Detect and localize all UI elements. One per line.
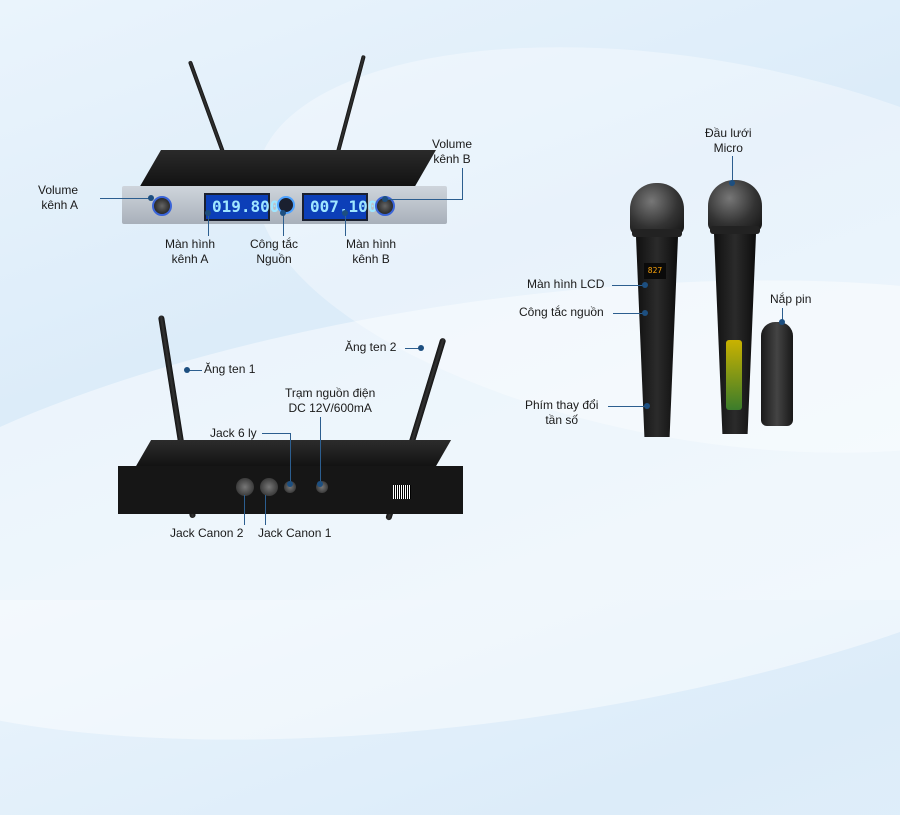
screen-a-value: 019.800 (212, 197, 280, 216)
battery-cap (761, 322, 793, 426)
barcode (393, 485, 411, 499)
jack-canon-1-port (260, 478, 278, 496)
screen-a-display: 019.800 (204, 193, 279, 221)
screen-b-display: 007.100 (302, 193, 377, 221)
label-jack-canon-1: Jack Canon 1 (258, 526, 332, 540)
label-battery-cap: Nắp pin (770, 292, 812, 306)
front-antenna-left (187, 60, 226, 156)
label-power-station: Trạm nguồn điện DC 12V/600mA (285, 386, 376, 415)
label-screen-b: Màn hình kênh B (346, 237, 397, 266)
label-antenna-1: Ăng ten 1 (204, 362, 256, 376)
label-mic-power: Công tắc nguồn (519, 305, 604, 319)
label-freq-button: Phím thay đổi tần số (525, 398, 599, 427)
receiver-front: 019.800 007.100 (122, 150, 447, 230)
label-volume-b: Volume kênh B (432, 137, 473, 166)
label-mic-head: Đầu lưới Micro (705, 126, 752, 155)
jack-canon-2-port (236, 478, 254, 496)
background-swoosh (223, 0, 900, 516)
label-screen-a: Màn hình kênh A (165, 237, 216, 266)
label-lcd-screen: Màn hình LCD (527, 277, 605, 291)
label-antenna-2: Ăng ten 2 (345, 340, 397, 354)
power-switch-icon (277, 196, 295, 214)
label-volume-a: Volume kênh A (38, 183, 79, 212)
label-jack-canon-2: Jack Canon 2 (170, 526, 244, 540)
mic-battery (726, 340, 742, 410)
volume-knob-a (152, 196, 172, 216)
microphone-left: 827 (630, 183, 684, 443)
screen-b-value: 007.100 (310, 197, 378, 216)
mic-lcd-display: 827 (644, 263, 666, 279)
label-power-switch: Công tắc Nguồn (250, 237, 299, 266)
front-antenna-right (336, 54, 366, 153)
label-jack-6: Jack 6 ly (210, 426, 257, 440)
